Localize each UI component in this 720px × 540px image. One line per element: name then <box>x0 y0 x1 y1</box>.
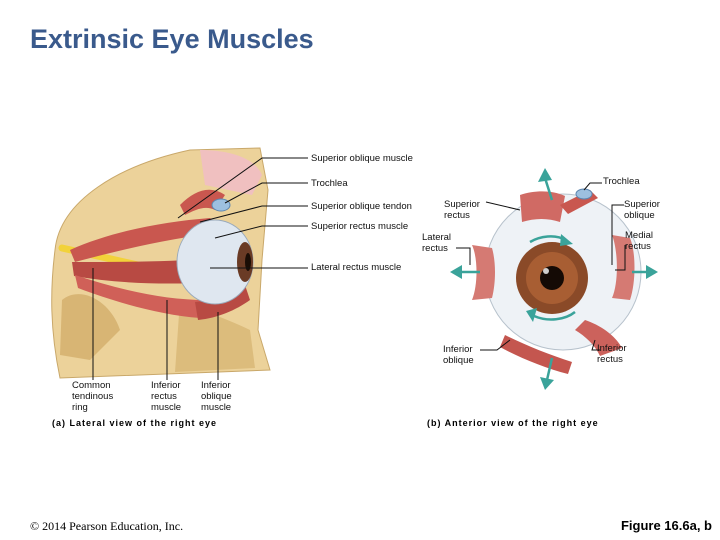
label-medial-rectus: Medial rectus <box>625 230 653 252</box>
caption-lateral-view: (a) Lateral view of the right eye <box>52 418 217 428</box>
label-superior-rectus: Superior rectus <box>444 199 480 221</box>
figure-number: Figure 16.6a, b <box>621 518 712 533</box>
trochlea-pulley <box>212 199 230 211</box>
label-superior-oblique-tendon: Superior oblique tendon <box>311 201 412 212</box>
caption-anterior-view: (b) Anterior view of the right eye <box>427 418 599 428</box>
label-common-tendinous-ring: Common tendinous ring <box>72 380 113 413</box>
arrow-right-icon <box>646 265 658 279</box>
label-superior-oblique: Superior oblique <box>624 199 660 221</box>
lateral-eye-illustration <box>52 148 270 378</box>
arrow-up-icon <box>538 168 552 182</box>
trochlea-anterior <box>576 189 592 199</box>
label-trochlea-anterior: Trochlea <box>603 176 640 187</box>
label-lateral-rectus: Lateral rectus <box>422 232 451 254</box>
label-superior-rectus-muscle: Superior rectus muscle <box>311 221 408 232</box>
label-inferior-oblique-muscle: Inferior oblique muscle <box>201 380 232 413</box>
label-inferior-rectus-muscle: Inferior rectus muscle <box>151 380 181 413</box>
label-lateral-rectus-muscle: Lateral rectus muscle <box>311 262 401 273</box>
label-inferior-oblique: Inferior oblique <box>443 344 474 366</box>
arrow-left-icon <box>450 265 462 279</box>
pupil-highlight <box>543 268 549 274</box>
copyright-notice: © 2014 Pearson Education, Inc. <box>30 519 183 534</box>
label-inferior-rectus: Inferior rectus <box>597 343 627 365</box>
label-trochlea-lateral: Trochlea <box>311 178 348 189</box>
label-superior-oblique-muscle: Superior oblique muscle <box>311 153 413 164</box>
superior-rectus-shape <box>520 191 565 222</box>
arrow-down-icon <box>540 377 554 390</box>
